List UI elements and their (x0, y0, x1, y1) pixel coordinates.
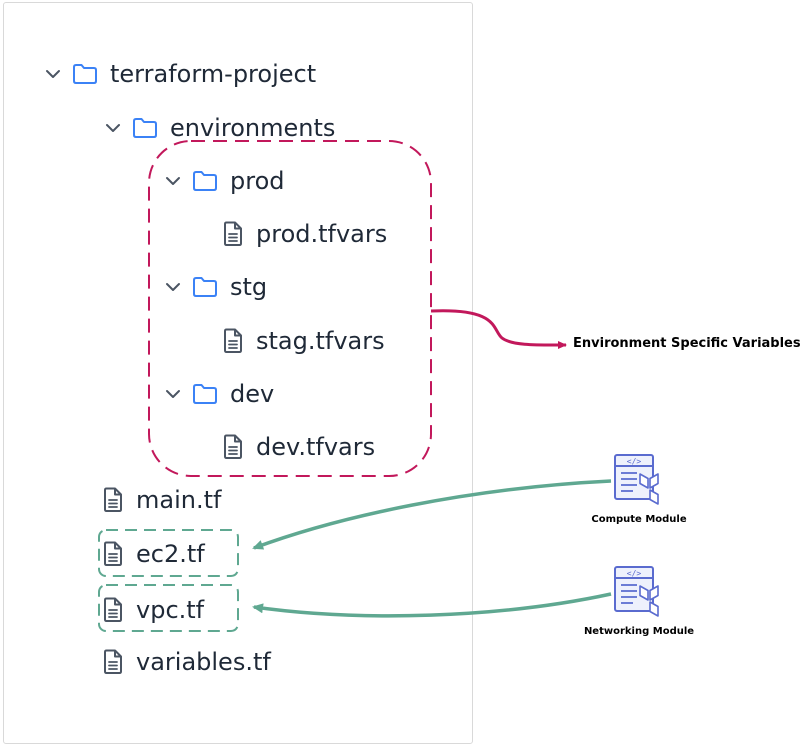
networking-module-label: Networking Module (583, 626, 695, 637)
chevron-down-icon[interactable] (104, 119, 122, 137)
tree-item-environments[interactable]: environments (104, 108, 335, 148)
tree-item-label: stg (230, 273, 268, 301)
tree-item-label: environments (170, 114, 336, 142)
env-vars-label: Environment Specific Variables (573, 336, 800, 351)
tree-item-label: vpc.tf (136, 596, 205, 624)
file-icon (104, 597, 122, 622)
tree-item-dev-tfvars[interactable]: dev.tfvars (222, 427, 375, 467)
compute-module-label: Compute Module (591, 514, 687, 525)
file-explorer-panel (3, 2, 473, 744)
tree-item-terraform-project[interactable]: terraform-project (44, 54, 316, 94)
environment-group-box (148, 140, 432, 477)
chevron-down-icon[interactable] (44, 65, 62, 83)
tree-item-label: prod.tfvars (256, 220, 388, 248)
tree-item-main-tf[interactable]: main.tf (102, 480, 221, 520)
folder-icon (133, 118, 157, 138)
tree-item-label: terraform-project (110, 60, 317, 88)
tree-item-stg[interactable]: stg (164, 267, 267, 307)
tree-item-label: stag.tfvars (256, 327, 385, 355)
terraform-module-icon: </> (614, 454, 659, 505)
file-icon (224, 221, 242, 246)
chevron-down-icon[interactable] (164, 385, 182, 403)
folder-icon (193, 171, 217, 191)
svg-text:</>: </> (627, 457, 642, 466)
file-icon (104, 649, 122, 674)
chevron-down-icon[interactable] (164, 172, 182, 190)
file-icon (224, 434, 242, 459)
svg-text:</>: </> (627, 569, 642, 578)
tree-item-label: variables.tf (136, 648, 271, 676)
networking-module: </> Networking Module (584, 564, 694, 637)
tree-item-label: ec2.tf (136, 540, 205, 568)
tree-item-label: prod (230, 167, 285, 195)
networking-module-connector (252, 592, 612, 618)
tree-item-variables-tf[interactable]: variables.tf (102, 642, 271, 682)
env-vars-connector (430, 309, 567, 350)
tree-item-stag-tfvars[interactable]: stag.tfvars (222, 321, 385, 361)
tree-item-vpc-tf[interactable]: vpc.tf (102, 590, 204, 630)
compute-module: </> Compute Module (591, 452, 687, 525)
tree-item-prod[interactable]: prod (164, 161, 285, 201)
file-icon (224, 328, 242, 353)
tree-item-label: dev (230, 380, 275, 408)
folder-icon (193, 384, 217, 404)
terraform-module-icon: </> (614, 566, 659, 617)
compute-module-connector (252, 479, 612, 550)
ec2-highlight-box (98, 529, 239, 577)
folder-icon (73, 64, 97, 84)
file-icon (104, 541, 122, 566)
tree-item-label: dev.tfvars (256, 433, 376, 461)
tree-item-ec2-tf[interactable]: ec2.tf (102, 534, 205, 574)
vpc-highlight-box (98, 584, 239, 632)
chevron-down-icon[interactable] (164, 278, 182, 296)
tree-item-dev[interactable]: dev (164, 374, 274, 414)
folder-icon (193, 277, 217, 297)
tree-item-prod-tfvars[interactable]: prod.tfvars (222, 214, 387, 254)
tree-item-label: main.tf (136, 486, 222, 514)
file-icon (104, 487, 122, 512)
